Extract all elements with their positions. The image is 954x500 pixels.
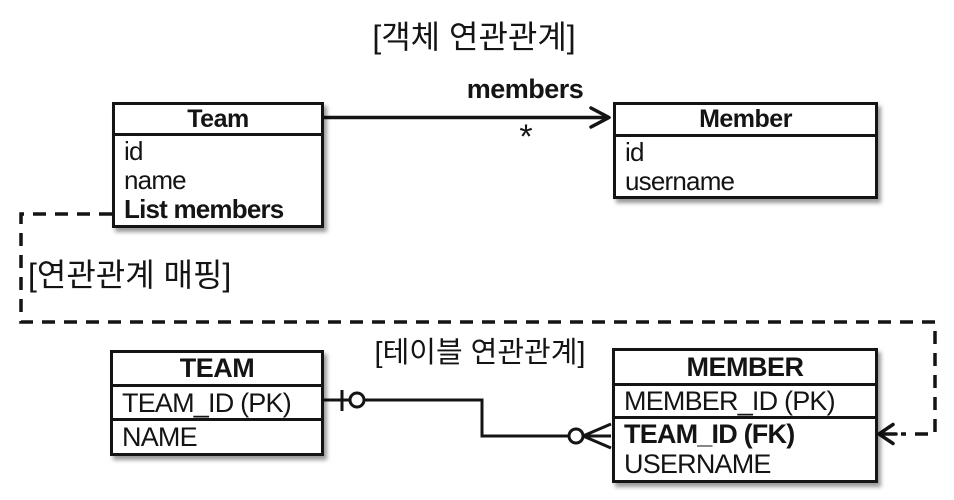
object-association-title: [객체 연관관계] [372, 19, 576, 55]
team-class-field-name: name [124, 165, 187, 194]
association-arrowhead-icon [589, 106, 611, 129]
mapping-dashed-line [19, 212, 937, 436]
member-table-column-pk: MEMBER_ID (PK) [615, 386, 875, 419]
table-association-title: [테이블 연관관계] [374, 337, 586, 369]
team-table-title: TEAM [113, 353, 321, 387]
association-multiplicity: * [519, 118, 533, 156]
cardinality-zero-circle-member-icon [567, 427, 585, 445]
member-table-box: MEMBER MEMBER_ID (PK) TEAM_ID (FK) USERN… [612, 348, 878, 483]
member-table-column-username: USERNAME [624, 449, 771, 479]
team-table-box: TEAM TEAM_ID (PK) NAME [110, 350, 324, 456]
mapping-section-title: [연관관계 매핑] [28, 257, 232, 293]
relation-line [324, 398, 583, 438]
team-class-title: Team [115, 105, 321, 136]
cardinality-zero-circle-team-icon [348, 391, 366, 409]
fk-arrowhead-icon [877, 422, 898, 446]
member-table-title: MEMBER [615, 351, 875, 386]
team-table-column-name: NAME [122, 422, 198, 452]
crow-foot-many-icon [582, 422, 612, 450]
member-class-field-username: username [625, 166, 735, 195]
member-class-title: Member [616, 105, 875, 137]
team-table-column-pk: TEAM_ID (PK) [113, 387, 321, 421]
team-class-box: Team id name List members [112, 102, 324, 228]
member-table-column-fk: TEAM_ID (FK) [624, 419, 795, 449]
team-class-field-members: List members [124, 194, 284, 223]
team-class-field-id: id [124, 136, 143, 165]
member-class-field-id: id [625, 137, 644, 166]
member-class-box: Member id username [613, 102, 878, 199]
association-label: members [466, 74, 584, 104]
